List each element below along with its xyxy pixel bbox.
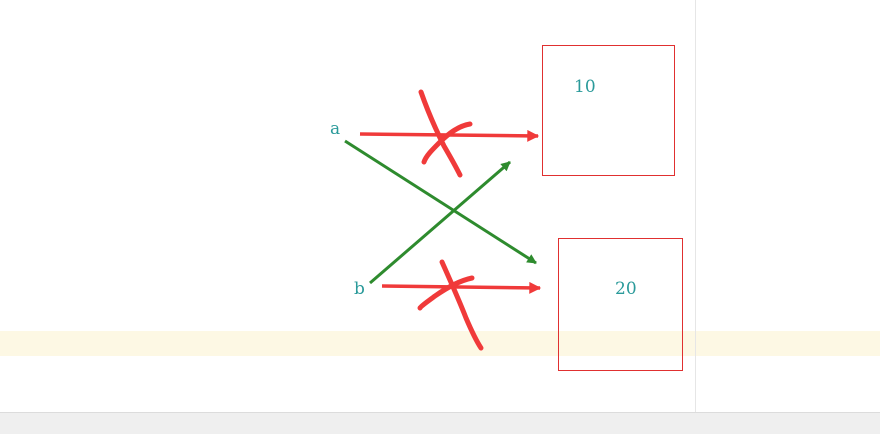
value-box-10	[542, 45, 675, 176]
arrow-a-to-20	[344, 139, 537, 265]
arrow-b-to-20	[381, 281, 542, 294]
variable-label-b: b	[354, 279, 365, 299]
variable-label-a: a	[330, 119, 340, 139]
value-box-20	[558, 238, 683, 371]
box-value-10: 10	[574, 77, 596, 97]
current-line-highlight	[0, 331, 880, 356]
box-value-20: 20	[615, 279, 637, 299]
editor-canvas: a b 10 20	[0, 0, 880, 412]
variable-reference-diagram: a b 10 20	[330, 45, 683, 371]
right-margin-guide	[695, 0, 696, 412]
arrow-b-to-10	[369, 160, 511, 285]
bottom-status-bar	[0, 412, 880, 434]
cross-out-mark-bottom	[417, 259, 484, 351]
cross-out-mark-top	[418, 89, 473, 178]
